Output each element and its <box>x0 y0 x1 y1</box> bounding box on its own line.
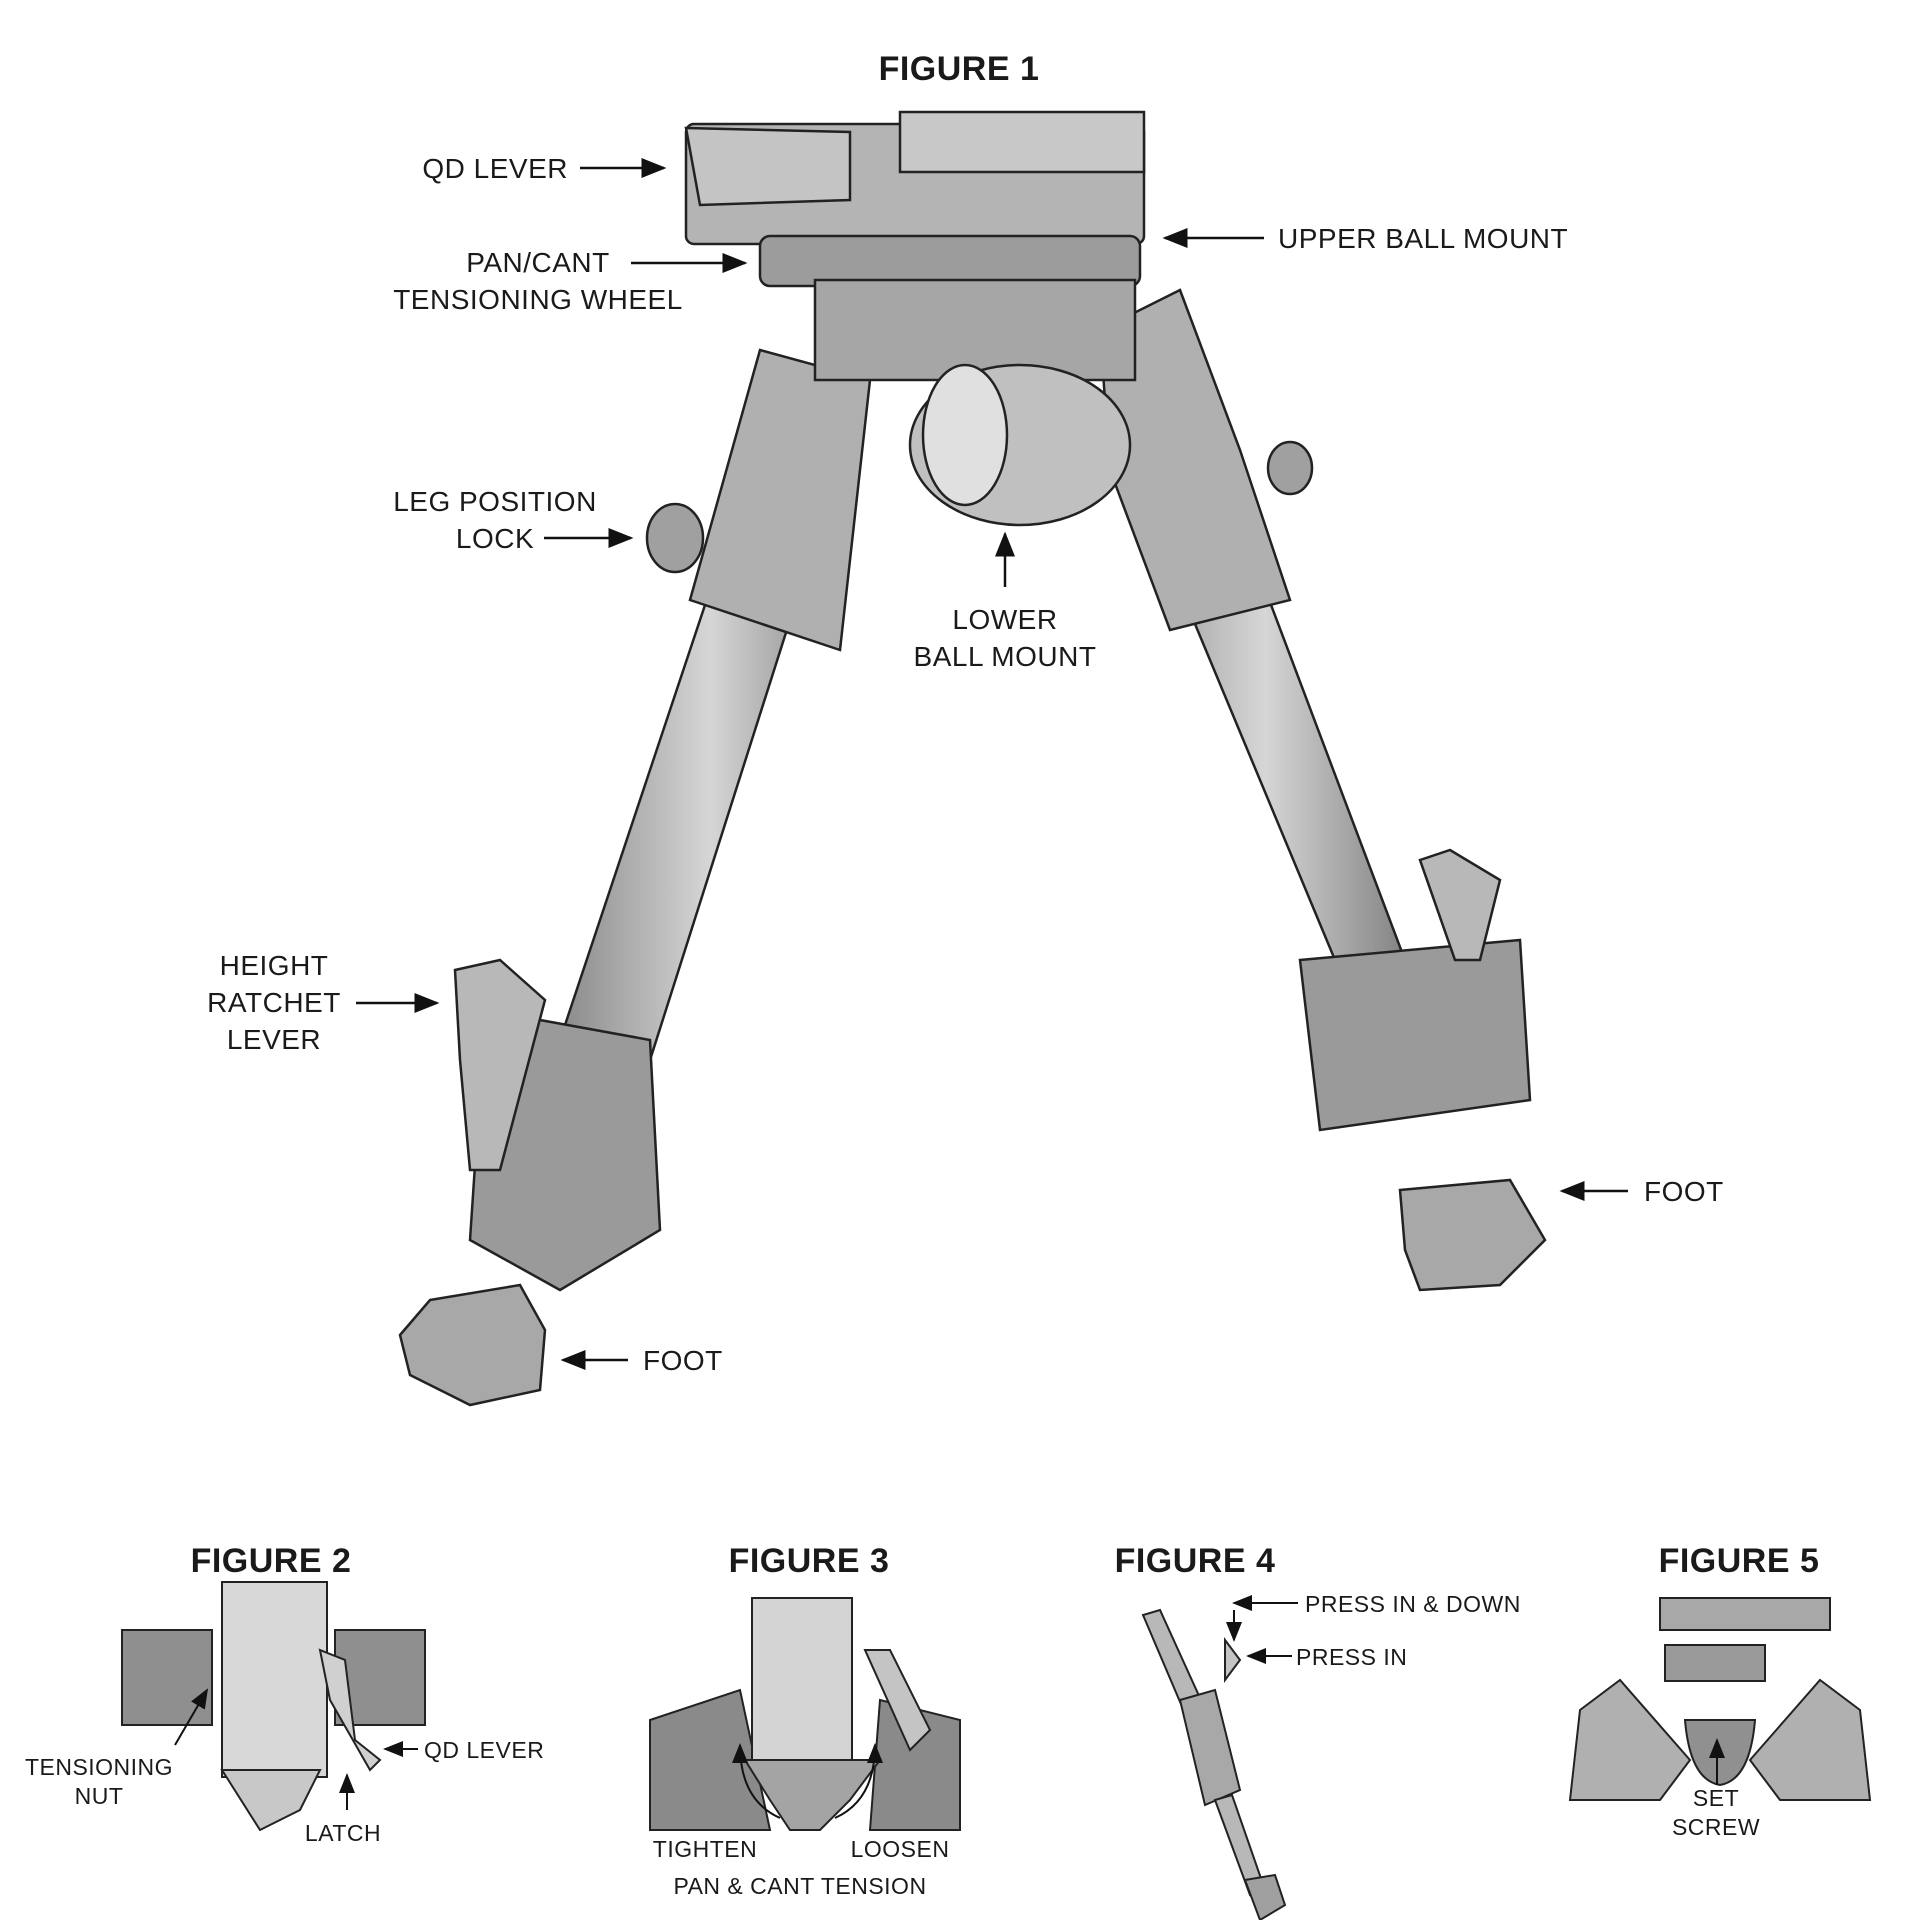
label-screw: SCREW <box>1671 1814 1761 1840</box>
figure-4-leader-lines <box>1226 1595 1298 1664</box>
figure-4-illustration <box>1141 1608 1287 1920</box>
figure-4-title: FIGURE 4 <box>1114 1542 1276 1580</box>
label-height-line3: LEVER <box>226 1024 322 1055</box>
label-tensioning-line2: NUT <box>74 1783 124 1809</box>
left-foot <box>398 1283 547 1407</box>
bipod-figure-1 <box>398 110 1547 1407</box>
label-press-in-down: PRESS IN & DOWN <box>1305 1591 1521 1617</box>
label-qd-lever-fig2: QD LEVER <box>424 1737 545 1763</box>
right-leg-sleeve <box>1298 938 1532 1132</box>
label-lower-ball-line2: BALL MOUNT <box>913 641 1097 672</box>
label-leg-position-line1: LEG POSITION <box>393 486 597 517</box>
left-leg-upper <box>688 348 872 652</box>
figure-5-title: FIGURE 5 <box>1658 1542 1820 1580</box>
label-foot-left: FOOT <box>643 1345 723 1376</box>
figure-3-illustration <box>649 1597 961 1831</box>
label-set: SET <box>1692 1785 1740 1811</box>
label-pan-cant-line1: PAN/CANT <box>466 247 610 278</box>
right-leg-lock <box>1266 440 1314 496</box>
label-qd-lever: QD LEVER <box>422 153 568 184</box>
right-ratchet-lever <box>1418 848 1502 962</box>
label-height-line1: HEIGHT <box>219 950 329 981</box>
ball-socket <box>921 363 1009 507</box>
figure-5-illustration <box>1568 1597 1872 1801</box>
label-loosen: LOOSEN <box>850 1836 950 1862</box>
label-leg-position-line2: LOCK <box>455 523 535 554</box>
label-latch: LATCH <box>304 1820 382 1846</box>
figure-1-leader-lines <box>356 158 1628 1370</box>
figure-3-title: FIGURE 3 <box>728 1542 890 1580</box>
label-tighten: TIGHTEN <box>652 1836 758 1862</box>
pan-cant-tensioning-wheel <box>758 234 1142 288</box>
left-ratchet-lever <box>453 958 547 1172</box>
right-foot <box>1398 1178 1547 1292</box>
qd-lever <box>684 126 852 207</box>
label-pan-cant-line2: TENSIONING WHEEL <box>393 284 683 315</box>
label-pan-cant-tension: PAN & CANT TENSION <box>673 1873 927 1899</box>
leg-position-lock <box>645 502 705 574</box>
rail-clamp <box>898 110 1146 174</box>
label-tensioning-line1: TENSIONING <box>24 1754 174 1780</box>
figure-2-illustration <box>121 1581 426 1832</box>
label-upper-ball-mount: UPPER BALL MOUNT <box>1278 223 1569 254</box>
figure-3-rotation-arrows <box>732 1743 883 1819</box>
figure-2-title: FIGURE 2 <box>190 1542 352 1580</box>
label-press-in: PRESS IN <box>1296 1644 1408 1670</box>
label-height-line2: RATCHET <box>207 987 341 1018</box>
figure-2-leader-lines <box>174 1688 418 1810</box>
head-body <box>813 278 1137 382</box>
label-foot-right: FOOT <box>1644 1176 1724 1207</box>
qd-lever <box>318 1648 382 1772</box>
label-lower-ball-line1: LOWER <box>952 604 1058 635</box>
figure-1-title: FIGURE 1 <box>878 50 1040 88</box>
